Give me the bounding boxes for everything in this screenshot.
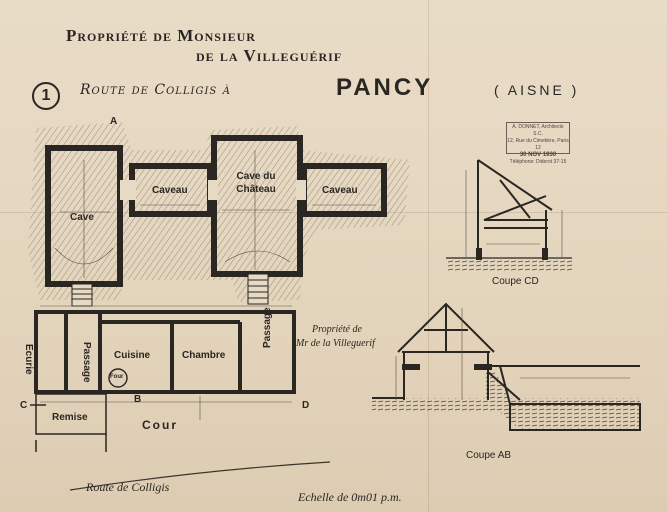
stamp-line-4: Téléphone: Diderot 37-15 xyxy=(509,159,567,165)
owner-note-line-1: Propriété de xyxy=(312,324,362,335)
room-passage-right-label: Passage xyxy=(262,307,273,348)
title-line-1: Propriété de Monsieur xyxy=(66,26,256,45)
owner-note-line-2: Mr de la Villeguerif xyxy=(296,338,375,349)
ground-floor-walls xyxy=(34,310,296,394)
scale-label: Echelle de 0m01 p.m. xyxy=(298,490,402,504)
road-line xyxy=(69,461,331,491)
point-a-label: A xyxy=(110,116,118,127)
room-cave-chateau-label: Cave du Château xyxy=(236,171,276,195)
department-title: ( AISNE ) xyxy=(494,82,580,98)
point-d-label: D xyxy=(302,400,310,411)
section-cd-drawing xyxy=(446,159,572,272)
point-b-label: B xyxy=(134,394,142,405)
stamp-line-1: A. DONNET, Architecte S.C. xyxy=(512,124,564,137)
room-caveau-left-label: Caveau xyxy=(152,185,188,196)
plan-number-badge: 1 xyxy=(32,82,60,110)
road-label: Route de Colligis xyxy=(86,480,170,494)
room-ecurie-label: Ecurie xyxy=(23,344,34,375)
architect-stamp: A. DONNET, Architecte S.C. 12, Rue du Ci… xyxy=(506,122,570,165)
room-cuisine-label: Cuisine xyxy=(114,350,151,361)
oven-circle xyxy=(108,368,128,388)
stamp-line-3: 30 NOV 1930 xyxy=(519,152,557,158)
title-line-2: de la Villeguérif xyxy=(196,46,343,65)
oven-label: Four xyxy=(110,374,124,380)
point-c-label: C xyxy=(20,400,28,411)
courtyard-label: Cour xyxy=(142,418,178,432)
paper-fold-vertical xyxy=(428,0,429,512)
town-title: PANCY xyxy=(336,74,434,101)
stamp-line-2: 12, Rue du Cimetière, Paris 12 xyxy=(507,138,569,151)
section-cd-label: Coupe CD xyxy=(492,276,539,287)
section-ab-label: Coupe AB xyxy=(466,450,512,461)
room-cave-label: Cave xyxy=(70,212,94,223)
route-title: Route de Colligis à xyxy=(80,82,231,98)
room-chambre-label: Chambre xyxy=(182,350,226,361)
room-passage-left-label: Passage xyxy=(81,342,92,383)
room-caveau-right-label: Caveau xyxy=(322,185,358,196)
room-remise-label: Remise xyxy=(52,412,88,423)
section-ab-drawing xyxy=(372,302,641,431)
